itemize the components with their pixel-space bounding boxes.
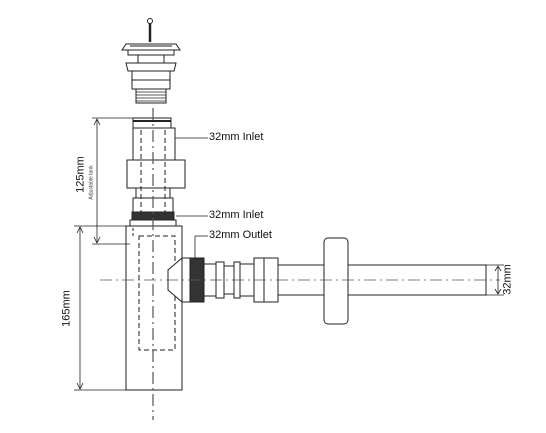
dim-165mm-label: 165mm — [60, 290, 73, 327]
leader-lines — [175, 137, 208, 258]
label-inlet-lower: 32mm Inlet — [209, 209, 264, 221]
dimension-lines — [74, 117, 504, 391]
centre-lines — [100, 108, 500, 420]
outlet-assembly — [167, 237, 487, 325]
dim-32mm-label: 32mm — [501, 264, 514, 295]
label-inlet-top: 32mm Inlet — [209, 131, 264, 143]
waste-plug — [121, 18, 181, 104]
label-outlet: 32mm Outlet — [209, 229, 272, 241]
bottle-body — [125, 225, 183, 391]
inlet-connector-upper — [126, 117, 186, 227]
adjustable-note: Adjustable tank — [88, 165, 95, 200]
